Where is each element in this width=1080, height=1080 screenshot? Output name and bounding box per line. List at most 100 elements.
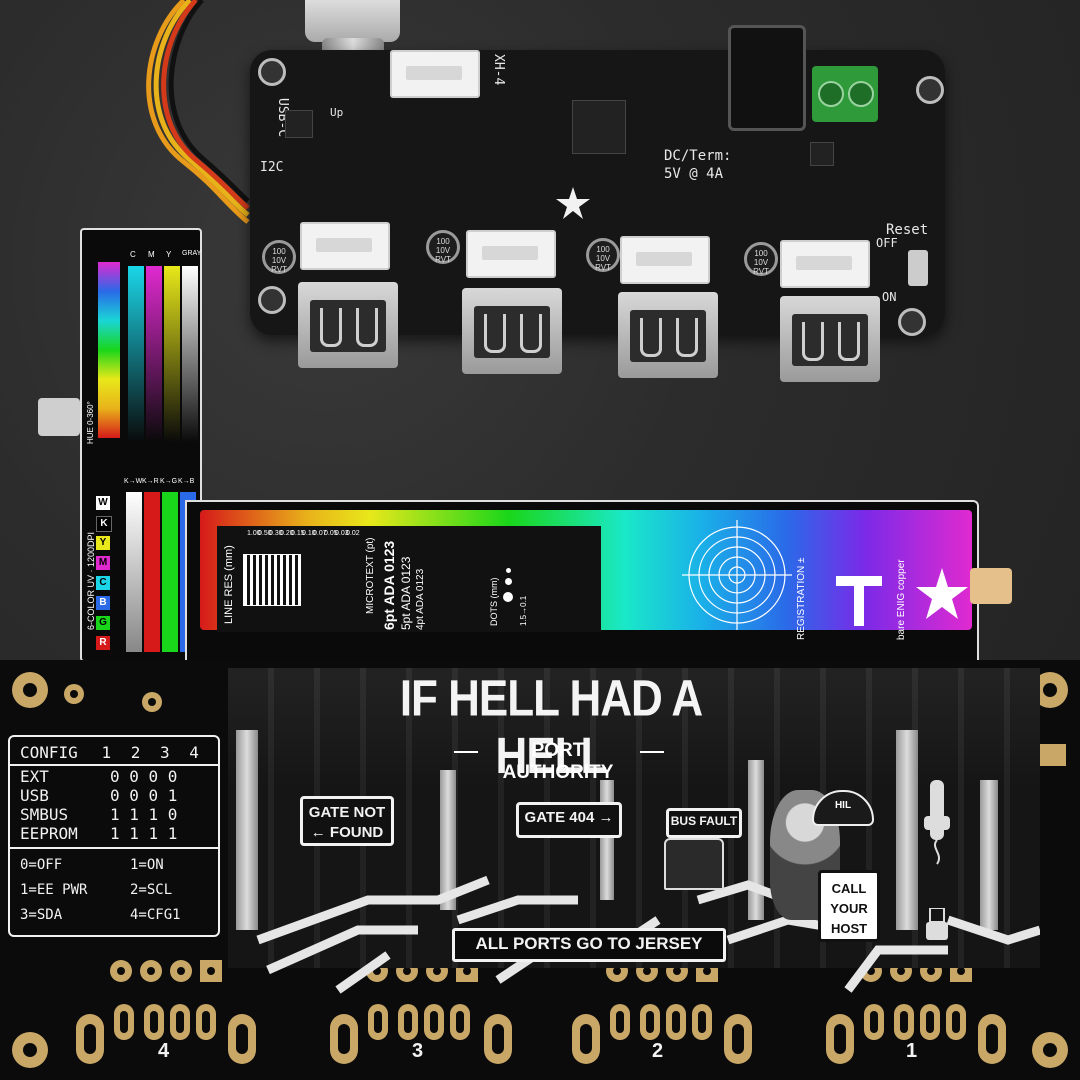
usb-a-slot [572,1014,600,1064]
usb-a-port-1 [780,296,880,382]
swatch-g: G [96,616,110,630]
registration-label: REGISTRATION ± [796,557,807,640]
usb-a-pin [144,1004,164,1040]
power-switch [908,250,928,286]
k-r-bar [144,492,160,652]
config-row-values: 0 0 0 1 [110,786,178,805]
port-number-3: 3 [412,1040,424,1062]
swatch-m: M [96,556,110,570]
dot-large [503,592,513,602]
art-subtitle: PORT AUTHORITY [502,740,614,783]
config-row-usb: USB 0 0 0 1 [20,786,177,805]
top-photo: USB-C Up XH-4 I2C DC/Term: 5V @ 4A Reset… [0,0,1080,662]
legend-ee-pwr: 1=EE PWR [20,882,88,898]
swatch-y: Y [96,536,110,550]
k-label-r: K→R [142,478,159,485]
star-logo-icon [556,187,590,219]
phone-handset-icon [924,780,950,865]
port-number-2: 2 [652,1040,664,1062]
usb-a-pin [640,1004,660,1040]
on-label: ON [882,290,897,304]
xh4-connector-top [390,50,480,98]
magenta-bar [146,266,162,442]
jersey-banner: ALL PORTS GO TO JERSEY [452,928,726,962]
call-host-line1: CALL [831,881,867,896]
coupon-title: 6-COLOR UV · 1200DPI [86,531,96,630]
call-host-line3: HOST [830,921,868,936]
usb-a-pin [450,1004,470,1040]
usb-a-pin [114,1004,134,1040]
call-host-line2: YOUR [830,901,868,916]
port-number-4: 4 [158,1040,170,1062]
config-header-row: CONFIG 1 2 3 4 [20,743,199,762]
ic-chip [810,142,834,166]
cyan-bar [128,266,144,442]
xh4-connector-1 [780,240,870,288]
dot-medium [505,578,512,585]
usb-a-slot [76,1014,104,1064]
screw-terminal [812,66,878,122]
usb-a-pin [864,1004,884,1040]
usb-a-slot [330,1014,358,1064]
usb-a-pin [894,1004,914,1040]
usb-a-slot [484,1014,512,1064]
usb-a-pin [946,1004,966,1040]
xh4-connector-3 [466,230,556,278]
capacitor: 100 10V RVT [262,240,296,274]
mounting-hole [12,672,48,708]
config-col-1: 1 [101,743,112,762]
jst-cable [146,0,250,224]
usb-a-slot [978,1014,1006,1064]
pillar [440,770,456,910]
hue-bar [98,262,120,438]
call-your-host-sign: CALL YOUR HOST [818,870,880,942]
k-label-b: K→B [178,478,195,485]
gate-not-found-line1: GATE NOT [308,804,386,821]
usb-a-port-3 [462,288,562,374]
res-value: 0.50 [258,530,272,537]
microtext-4pt: 4pt ADA 0123 [415,568,426,630]
config-col-4: 4 [189,743,199,762]
microtext-label: MICROTEXT (pt) [365,537,376,614]
res-value: 0.20 [280,530,294,537]
dots-range: 1.5→0.1 [519,595,528,626]
usb-a-pin [196,1004,216,1040]
pillar [896,730,918,930]
line-res-pattern [243,554,301,606]
dot-small [506,568,511,573]
xh4-connector-2 [620,236,710,284]
res-value: 0.05 [324,530,338,537]
config-row-label: SMBUS [20,805,69,824]
usb-a-port-2 [618,292,718,378]
off-label: OFF [876,236,898,250]
dc-barrel-jack [728,25,806,131]
res-value: 0.10 [302,530,316,537]
k-g-bar [162,492,178,652]
pad [170,960,192,982]
usb-a-pin [920,1004,940,1040]
res-value: 0.02 [346,530,360,537]
swatch-c: C [96,576,110,590]
usb-a-slot [228,1014,256,1064]
res-value: 1.00 [247,530,261,537]
legend-cfg1: 4=CFG1 [130,907,181,923]
pillar [748,760,764,920]
swatch-b: B [96,596,110,610]
xh4-connector-4 [300,222,390,270]
k-label-g: K→G [160,478,178,485]
usb-a-port-4 [298,282,398,368]
coupon-copper-tab [970,568,1012,604]
usb-a-pin [424,1004,444,1040]
config-row-label: USB [20,786,49,805]
usb-a-pin [170,1004,190,1040]
res-value: 0.30 [269,530,283,537]
t-mark-stem [854,576,864,626]
hue-label: HUE 0-360° [86,401,95,444]
mounting-hole [258,286,286,314]
microtext-5pt: 5pt ADA 0123 [399,556,413,630]
swatch-k: K [96,516,112,532]
bus-fault-sign: BUS FAULT [666,808,742,838]
